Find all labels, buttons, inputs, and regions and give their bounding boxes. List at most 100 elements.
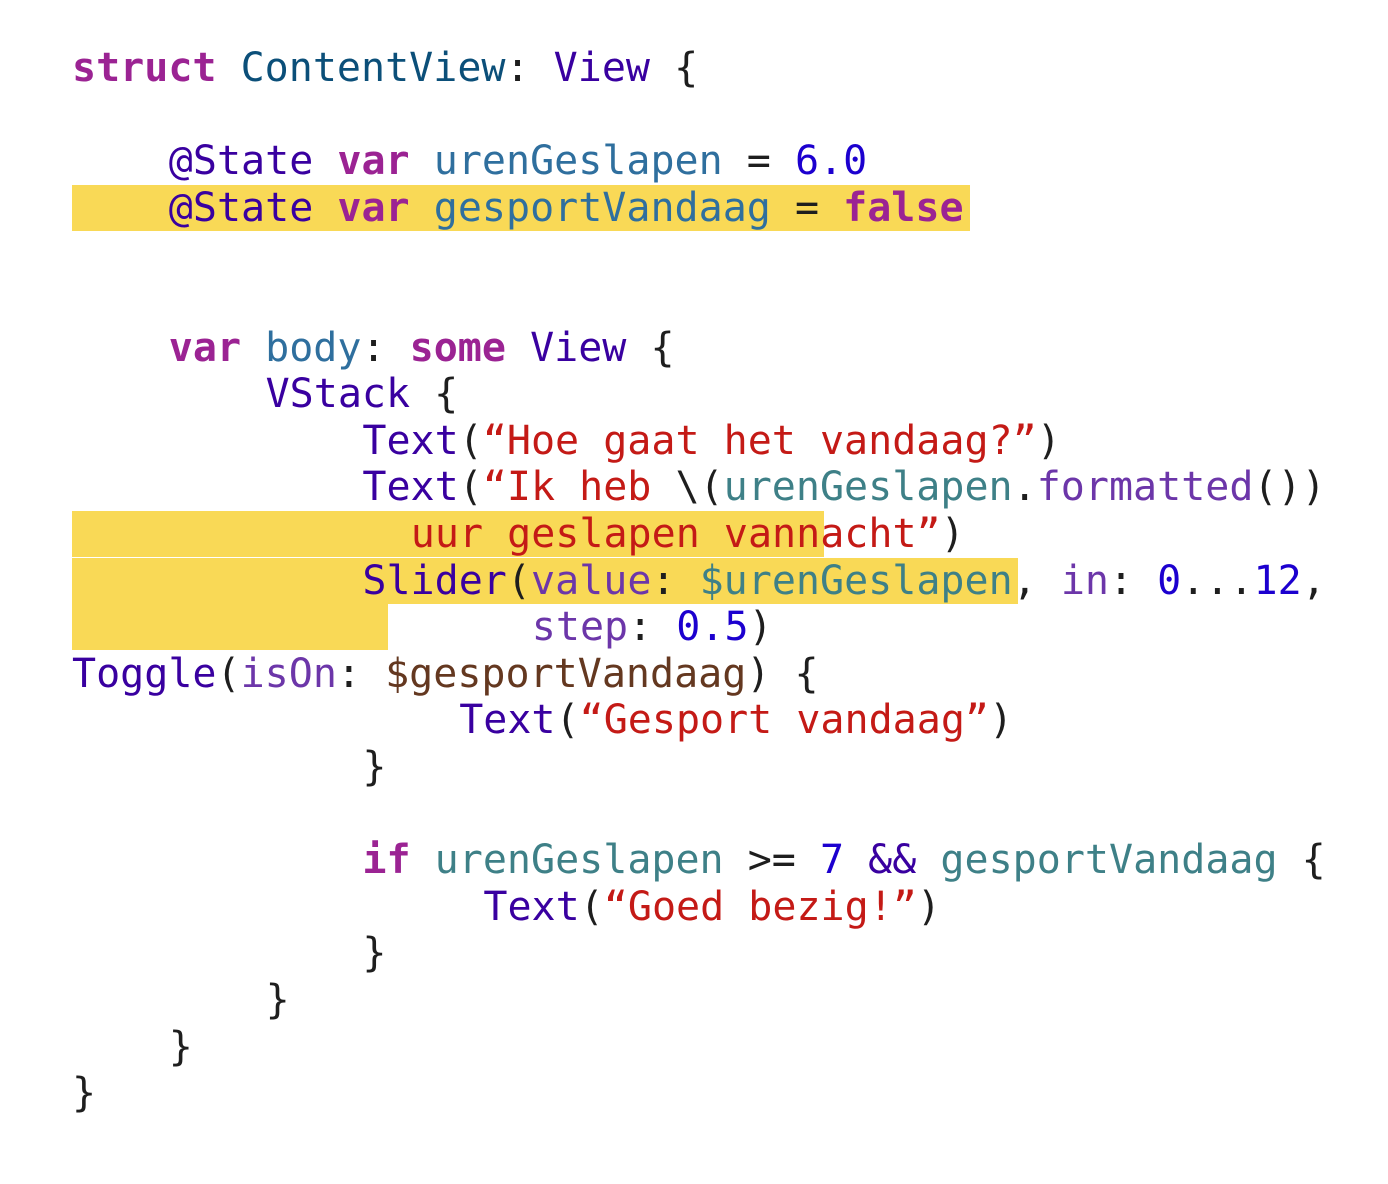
- code-token: [506, 325, 530, 371]
- code-token: some: [409, 325, 506, 371]
- code-line: VStack {: [266, 371, 459, 417]
- code-line: @State var gesportVandaag = false: [169, 185, 964, 231]
- code-line: @State var urenGeslapen = 6.0: [169, 138, 867, 184]
- code-token: “Goed bezig!”: [603, 884, 917, 930]
- code-token: &&: [868, 837, 917, 883]
- code-line: if urenGeslapen >= 7 && gesportVandaag {: [362, 837, 1325, 883]
- code-token: Text: [483, 884, 580, 930]
- code-token: {: [410, 371, 459, 417]
- code-token: [916, 837, 940, 883]
- code-token: gesportVandaag: [940, 837, 1278, 883]
- code-token: 7: [819, 837, 845, 883]
- code-token: $gesportVandaag: [385, 651, 747, 697]
- code-token: body: [265, 325, 362, 371]
- code-token: :: [651, 558, 700, 604]
- code-line: Text(“Gesport vandaag”): [459, 697, 1013, 743]
- code-token: Toggle: [72, 651, 217, 697]
- code-token: ()): [1253, 464, 1326, 510]
- code-token: @State: [168, 185, 314, 231]
- code-token: var: [168, 325, 242, 371]
- code-token: 0: [1157, 558, 1182, 604]
- code-line: Toggle(isOn: $gesportVandaag) {: [72, 651, 819, 697]
- code-token: in: [1060, 558, 1109, 604]
- code-line: Text(“Ik heb \(urenGeslapen.formatted()): [362, 464, 1325, 510]
- code-token: ...: [1181, 558, 1254, 604]
- code-token: =: [770, 185, 844, 231]
- code-token: .: [1012, 464, 1037, 510]
- code-token: ,: [1301, 558, 1326, 604]
- code-line: struct ContentView: View {: [72, 45, 698, 91]
- code-token: step: [531, 604, 629, 650]
- code-token: ,: [1012, 558, 1061, 604]
- code-token: ): [940, 511, 965, 557]
- code-line: step: 0.5): [532, 604, 773, 650]
- code-token: if: [362, 837, 411, 883]
- code-token: [844, 837, 868, 883]
- code-token: [217, 45, 241, 91]
- code-token: “Ik heb: [482, 464, 676, 510]
- code-token: :: [628, 604, 677, 650]
- code-token: [410, 138, 434, 184]
- code-token: (: [506, 558, 531, 604]
- code-line: }: [169, 1024, 193, 1070]
- code-token: 6.0: [794, 138, 868, 184]
- code-line: }: [362, 744, 386, 790]
- code-token: >=: [723, 837, 820, 883]
- code-token: :: [336, 651, 386, 697]
- code-token: [411, 837, 435, 883]
- code-token: [410, 185, 434, 231]
- code-token: ): [916, 884, 941, 930]
- code-token: [313, 138, 337, 184]
- code-token: var: [337, 185, 410, 231]
- code-token: }: [265, 977, 290, 1023]
- code-token: (: [555, 697, 580, 743]
- code-token: formatted: [1036, 464, 1254, 510]
- code-token: “Hoe gaat het vandaag?”: [482, 418, 1037, 464]
- code-token: (: [458, 418, 483, 464]
- code-line: Text(“Hoe gaat het vandaag?”): [362, 418, 1060, 464]
- code-token: :: [361, 325, 410, 371]
- code-token: VStack: [265, 371, 411, 417]
- code-token: (: [579, 884, 604, 930]
- highlight-band: [72, 185, 970, 231]
- code-token: }: [362, 744, 387, 790]
- code-token: [241, 325, 265, 371]
- code-line: }: [72, 1070, 96, 1116]
- code-token: (: [216, 651, 241, 697]
- code-token: (: [458, 464, 483, 510]
- code-token: var: [337, 138, 410, 184]
- code-token: View: [553, 45, 650, 91]
- highlight-band: [72, 604, 388, 650]
- code-token: ) {: [746, 651, 819, 697]
- code-token: Text: [362, 464, 459, 510]
- code-token: Text: [459, 697, 556, 743]
- code-token: @State: [168, 138, 314, 184]
- code-token: $urenGeslapen: [699, 558, 1013, 604]
- code-token: ): [1036, 418, 1061, 464]
- code-token: {: [1277, 837, 1326, 883]
- code-token: “Gesport vandaag”: [579, 697, 990, 743]
- code-token: }: [168, 1024, 193, 1070]
- code-token: 0.5: [676, 604, 749, 650]
- code-token: ): [748, 604, 773, 650]
- code-token: ContentView: [240, 45, 506, 91]
- code-token: =: [722, 138, 795, 184]
- code-token: 12: [1253, 558, 1302, 604]
- code-token: value: [530, 558, 652, 604]
- code-token: Slider: [362, 558, 507, 604]
- code-token: \(: [675, 464, 724, 510]
- highlight-band: [72, 511, 824, 557]
- code-token: :: [1109, 558, 1158, 604]
- code-token: }: [362, 930, 387, 976]
- code-line: }: [362, 930, 386, 976]
- code-token: ): [989, 697, 1014, 743]
- code-token: false: [843, 185, 964, 231]
- code-token: uur geslapen vannacht”: [410, 511, 941, 557]
- code-token: }: [72, 1070, 97, 1116]
- code-line: Slider(value: $urenGeslapen, in: 0...12,: [362, 558, 1325, 604]
- code-token: urenGeslapen: [723, 464, 1013, 510]
- code-token: isOn: [240, 651, 337, 697]
- code-line: }: [266, 977, 290, 1023]
- code-token: struct: [72, 45, 217, 91]
